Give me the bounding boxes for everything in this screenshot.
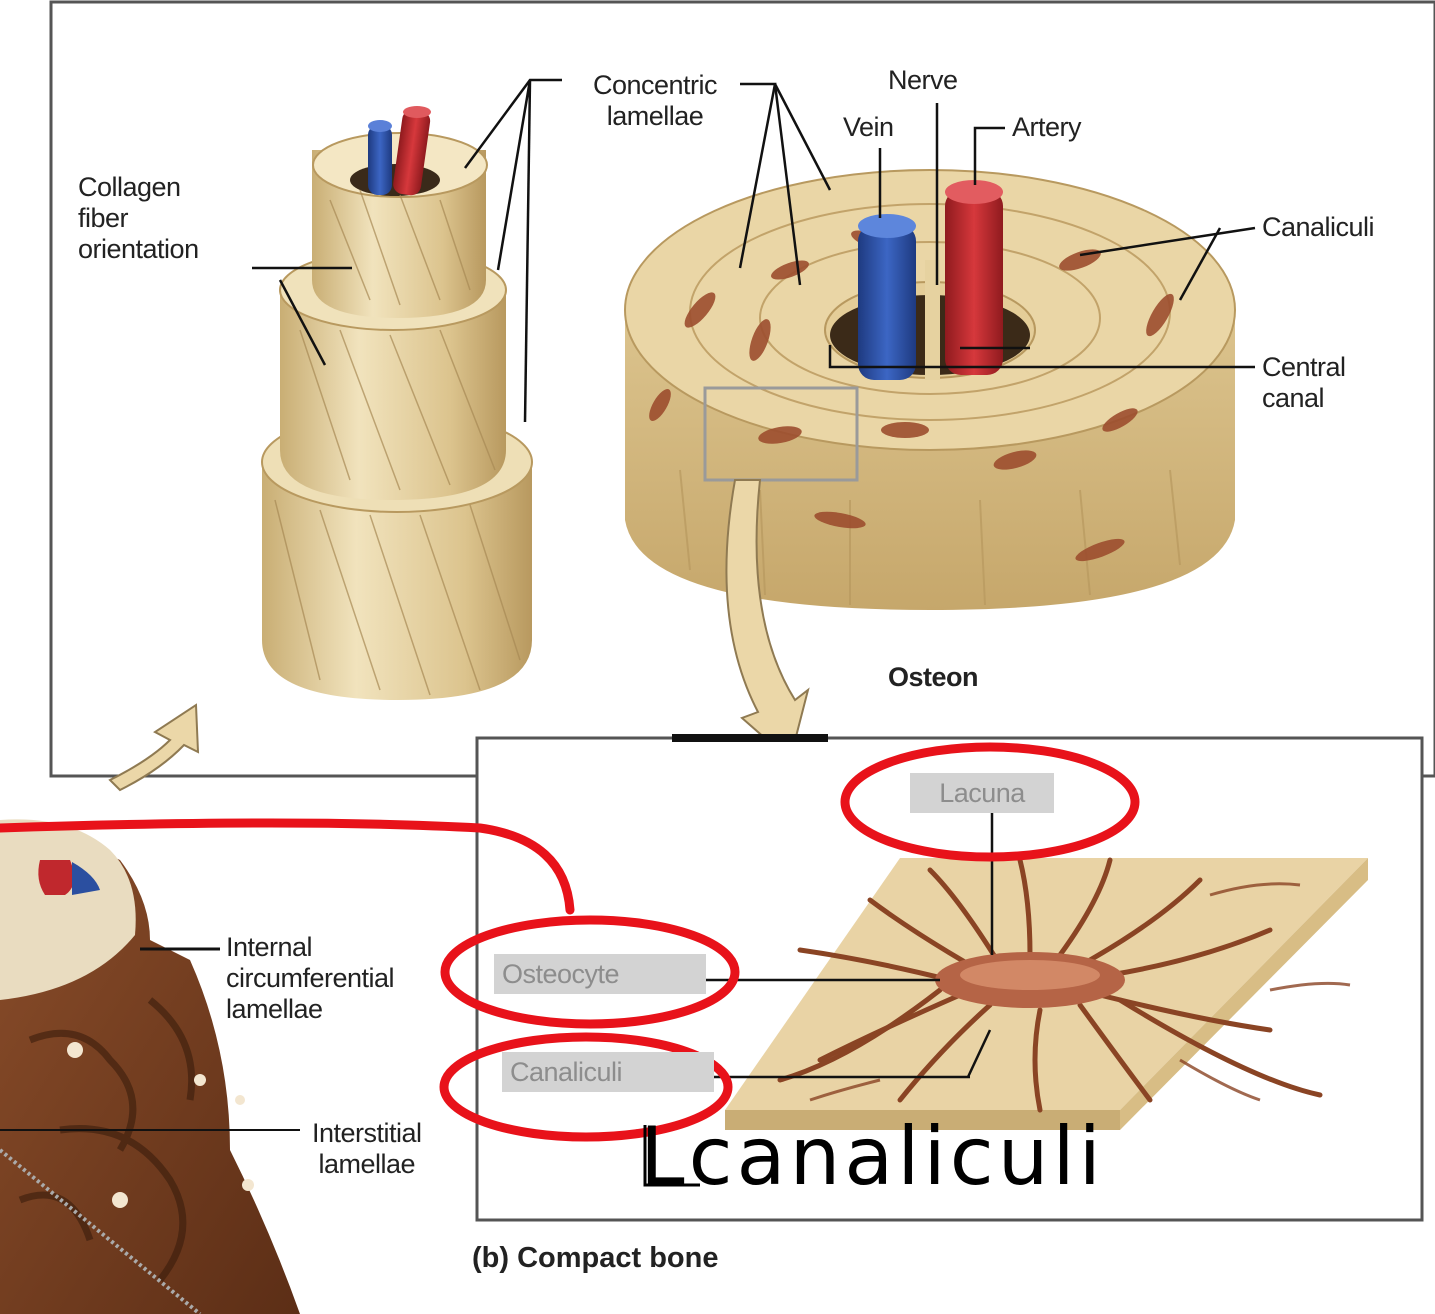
osteocyte-label: Osteocyte <box>494 954 706 994</box>
nerve-label: Nerve <box>888 65 958 96</box>
internal-circumferential-label: Internal circumferential lamellae <box>226 932 394 1025</box>
canaliculi-top-label: Canaliculi <box>1262 212 1374 243</box>
osteon-disc <box>625 170 1235 610</box>
osteon-label: Osteon <box>888 662 978 693</box>
canaliculi-label: Canaliculi <box>502 1052 714 1092</box>
compact-bone-fragment <box>0 819 300 1314</box>
handwritten-note: Lcanaliculi <box>640 1110 1105 1203</box>
artery-label: Artery <box>1012 112 1081 143</box>
lacuna-label: Lacuna <box>910 773 1054 813</box>
concentric-lamellae-label: Concentric lamellae <box>570 70 740 132</box>
collagen-fiber-label: Collagen fiber orientation <box>78 172 199 265</box>
vein-label: Vein <box>843 112 894 143</box>
figure-caption: (b) Compact bone <box>472 1242 719 1275</box>
interstitial-lamellae-label: Interstitial lamellae <box>312 1118 422 1180</box>
central-canal-label: Central canal <box>1262 352 1346 414</box>
